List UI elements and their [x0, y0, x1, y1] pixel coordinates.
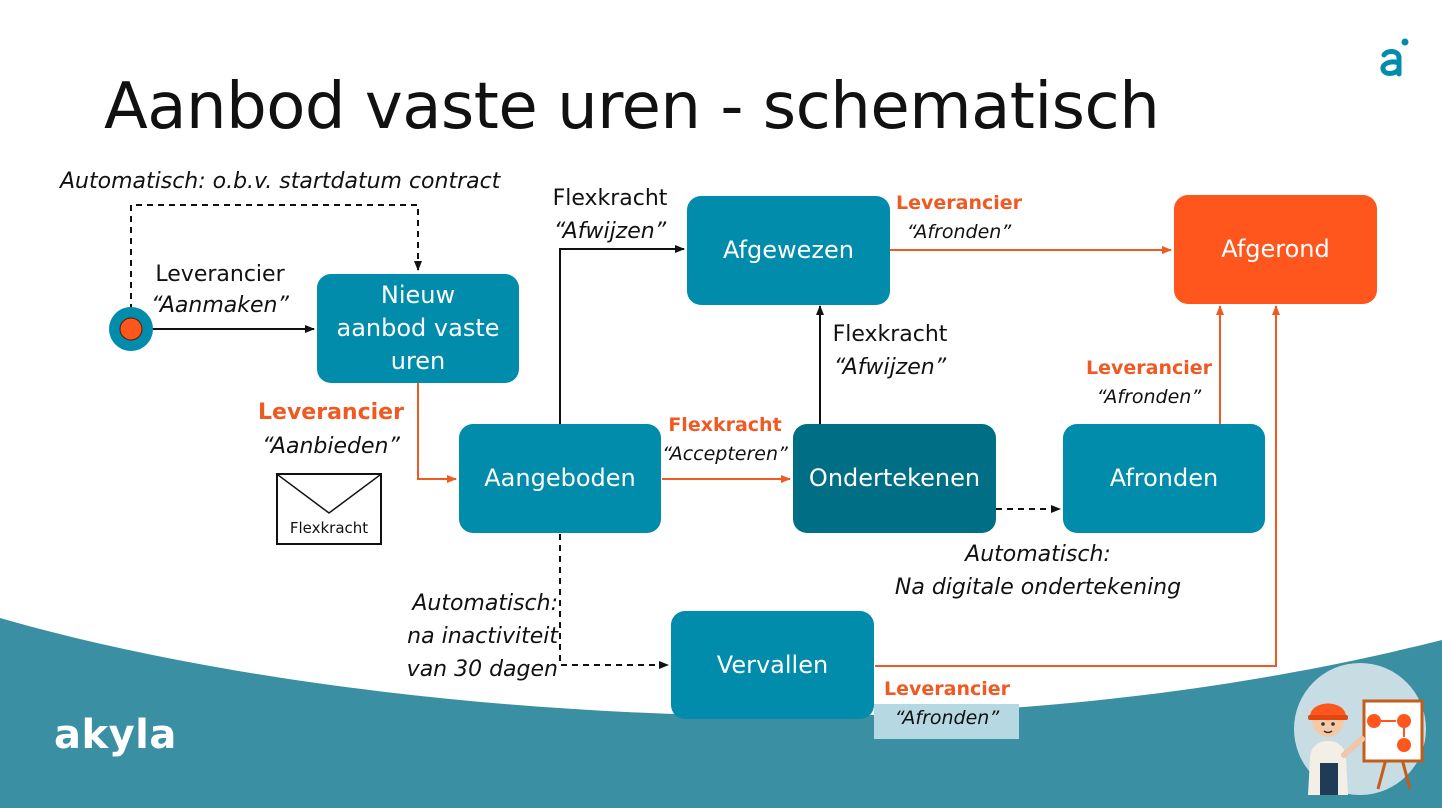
edge-afronden-low	[875, 305, 1280, 667]
label-action: “Afronden”	[1096, 386, 1202, 408]
label-action: “Afwijzen”	[833, 355, 947, 380]
state-afgerond[interactable]: Afgerond	[1174, 195, 1377, 304]
label-action: “Accepteren”	[662, 443, 788, 465]
label-line: Automatisch:	[412, 591, 558, 616]
start-state-icon	[109, 307, 153, 351]
label-accepteren: Flexkracht “Accepteren”	[650, 411, 800, 469]
label-action: “Afwijzen”	[553, 219, 667, 244]
edge-auto-inact	[559, 534, 669, 669]
label-action: “Aanbieden”	[262, 434, 400, 459]
label-action: “Afronden”	[894, 707, 1000, 729]
label-afronden-top: Leverancier “Afronden”	[884, 189, 1034, 247]
label-highlight	[874, 704, 1019, 739]
page-title: Aanbod vaste uren - schematisch	[104, 70, 1160, 144]
label-line: Na digitale ondertekening	[894, 575, 1182, 600]
label-actor: Flexkracht	[668, 414, 782, 436]
label-afronden-mid: Leverancier “Afronden”	[1074, 354, 1224, 412]
state-vervallen[interactable]: Vervallen	[671, 611, 874, 719]
label-actor: Leverancier	[155, 262, 285, 287]
state-aangeboden[interactable]: Aangeboden	[459, 424, 661, 533]
envelope-label: Flexkracht	[289, 519, 369, 537]
label-line: van 30 dagen	[406, 657, 558, 682]
label-afwijzen-1: Flexkracht “Afwijzen”	[530, 182, 690, 248]
state-label: Aangeboden	[484, 464, 636, 492]
state-label: Afgerond	[1221, 235, 1330, 263]
label-afwijzen-2: Flexkracht “Afwijzen”	[810, 318, 970, 384]
label-line: na inactiviteit	[407, 624, 558, 649]
label-aanmaken: Leverancier “Aanmaken”	[140, 259, 300, 321]
label-actor: Flexkracht	[832, 322, 948, 347]
label-action: “Aanmaken”	[151, 293, 289, 318]
presenter-mascot-icon	[1294, 663, 1426, 795]
label-actor: Leverancier	[1085, 357, 1212, 379]
label-auto-sign: Automatisch: Na digitale ondertekening	[888, 538, 1188, 604]
label-actor: Leverancier	[895, 192, 1022, 214]
state-nieuw-aanbod[interactable]: Nieuw aanbod vaste uren	[317, 274, 519, 383]
state-label: Afgewezen	[723, 236, 854, 264]
edge-afwijzen-1	[559, 245, 685, 424]
label-actor: Flexkracht	[552, 186, 668, 211]
edge-aanbieden	[417, 383, 457, 483]
label-action: “Afronden”	[906, 221, 1012, 243]
state-label: Vervallen	[716, 650, 829, 679]
state-ondertekenen[interactable]: Ondertekenen	[793, 424, 996, 533]
label-actor: Leverancier	[258, 400, 404, 425]
state-label: Afronden	[1109, 464, 1219, 492]
state-label: Ondertekenen	[808, 464, 981, 492]
label-actor: Leverancier	[883, 678, 1010, 700]
label-auto-inact: Automatisch: na inactiviteit van 30 dage…	[388, 587, 558, 686]
label-line: Automatisch:	[965, 542, 1111, 567]
envelope-icon: Flexkracht	[276, 473, 382, 545]
brand-logo: akyla	[54, 712, 177, 758]
state-afronden[interactable]: Afronden	[1063, 424, 1265, 533]
state-afgewezen[interactable]: Afgewezen	[687, 196, 890, 305]
label-aanbieden: Leverancier “Aanbieden”	[250, 396, 412, 464]
label-auto-start: Automatisch: o.b.v. startdatum contract	[60, 169, 501, 194]
state-label: Nieuw aanbod vaste uren	[336, 281, 500, 375]
akyla-a-logo-icon	[1380, 38, 1409, 77]
label-afronden-low: Leverancier “Afronden”	[872, 675, 1022, 733]
